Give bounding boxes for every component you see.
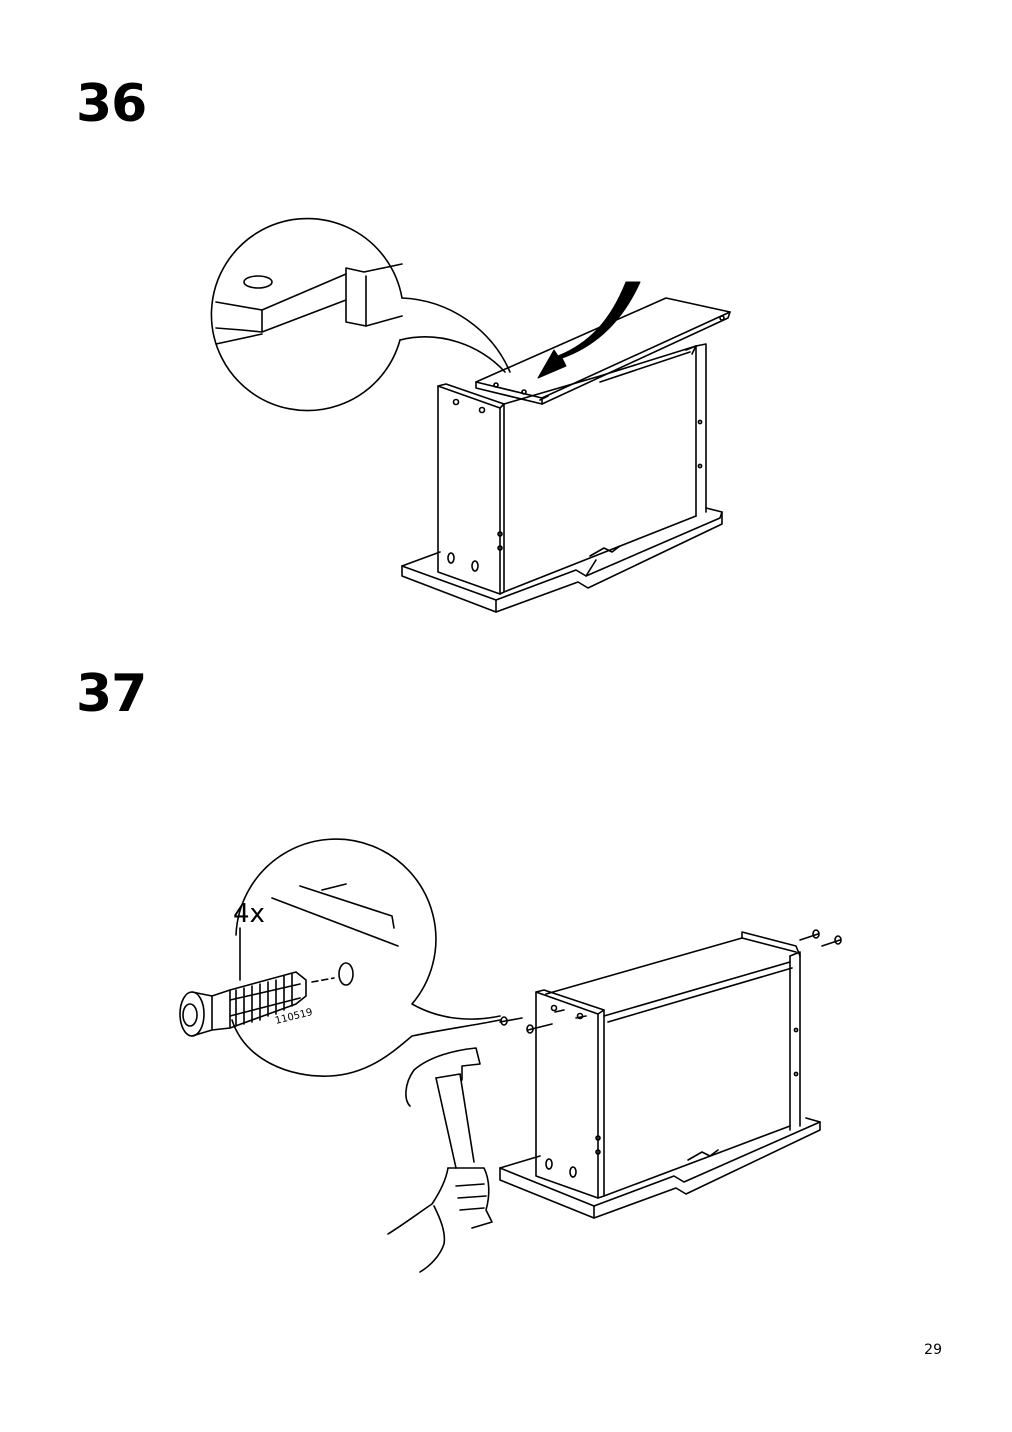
insert-arrow-icon (537, 281, 641, 379)
step-number-36: 36 (76, 74, 147, 134)
top-board (475, 297, 731, 405)
side-panel-left (437, 383, 505, 595)
detail-magnifier-circle-icon (231, 838, 501, 1077)
page-number: 29 (924, 1342, 942, 1358)
quantity-label: 4x (233, 899, 265, 929)
base-board (499, 1117, 821, 1219)
nail-icon (499, 929, 842, 1034)
side-panel-left (535, 989, 605, 1199)
base-board (401, 507, 723, 613)
detail-magnifier-circle-icon (210, 217, 511, 412)
cabinet-body (503, 343, 707, 593)
step-36-illustration (210, 217, 731, 613)
dowel-icon (179, 971, 307, 1037)
step-37-illustration: 4x 110519 (179, 838, 842, 1273)
hand-icon (387, 1167, 493, 1273)
hammer-icon (405, 1047, 481, 1169)
step-number-37: 37 (76, 664, 147, 724)
cabinet-body (545, 931, 801, 1197)
